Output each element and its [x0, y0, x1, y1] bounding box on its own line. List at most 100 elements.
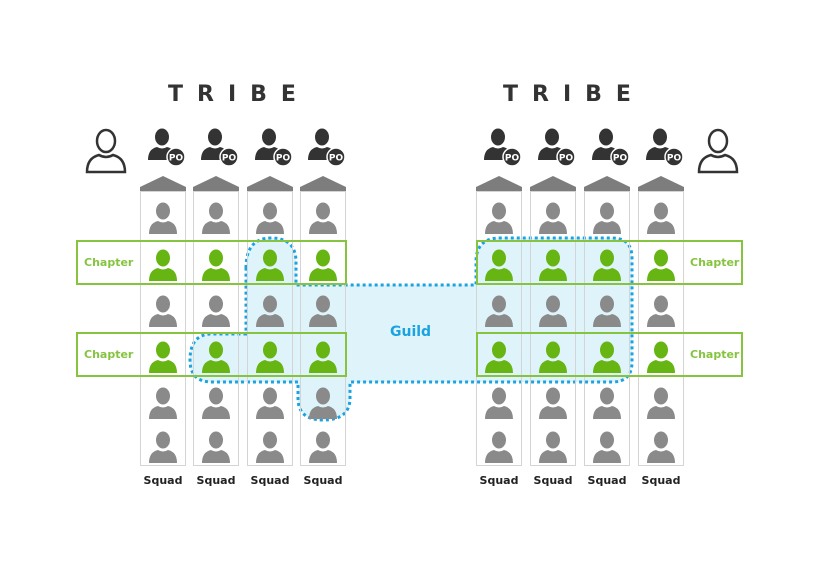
squad-member-icon	[591, 295, 623, 327]
chapter-member-icon	[537, 249, 569, 281]
squad-member-icon	[537, 387, 569, 419]
product-owner-icon: PO	[199, 128, 239, 168]
chapter-member-icon	[200, 249, 232, 281]
squad-label: Squad	[533, 474, 573, 487]
squad-label: Squad	[587, 474, 627, 487]
chapter-label: Chapter	[690, 256, 740, 269]
chapter-box	[476, 240, 743, 285]
chapter-member-icon	[591, 341, 623, 373]
chapter-member-icon	[307, 249, 339, 281]
squad-member-icon	[645, 295, 677, 327]
tribe-title-right: TRIBE	[503, 82, 645, 107]
tribe-lead-right-icon	[697, 128, 739, 174]
squad-column	[530, 191, 576, 466]
squad-member-icon	[254, 431, 286, 463]
chapter-box	[76, 332, 347, 377]
product-owner-icon: PO	[253, 128, 293, 168]
squad-member-icon	[200, 431, 232, 463]
squad-column	[300, 191, 346, 466]
squad-label: Squad	[143, 474, 183, 487]
svg-text:PO: PO	[222, 154, 237, 164]
chapter-member-icon	[591, 249, 623, 281]
product-owner-icon: PO	[590, 128, 630, 168]
squad-member-icon	[591, 387, 623, 419]
chapter-member-icon	[254, 249, 286, 281]
tribe-lead-left-icon	[85, 128, 127, 174]
squad-member-icon	[537, 202, 569, 234]
squad-member-icon	[147, 431, 179, 463]
chapter-box	[76, 240, 347, 285]
squad-member-icon	[483, 295, 515, 327]
product-owner-icon: PO	[146, 128, 186, 168]
squad-column	[193, 191, 239, 466]
svg-text:PO: PO	[559, 154, 574, 164]
squad-member-icon	[591, 431, 623, 463]
squad-member-icon	[254, 202, 286, 234]
squad-roof-icon	[300, 176, 346, 191]
chapter-member-icon	[645, 249, 677, 281]
squad-column	[140, 191, 186, 466]
svg-text:PO: PO	[329, 154, 344, 164]
squad-roof-icon	[530, 176, 576, 191]
squad-member-icon	[147, 295, 179, 327]
svg-text:PO: PO	[505, 154, 520, 164]
squad-roof-icon	[140, 176, 186, 191]
squad-column	[476, 191, 522, 466]
squad-member-icon	[537, 295, 569, 327]
squad-member-icon	[147, 387, 179, 419]
squad-column	[247, 191, 293, 466]
squad-member-icon	[645, 202, 677, 234]
squad-roof-icon	[638, 176, 684, 191]
svg-text:PO: PO	[169, 154, 184, 164]
squad-label: Squad	[641, 474, 681, 487]
product-owner-icon: PO	[306, 128, 346, 168]
squad-column	[584, 191, 630, 466]
product-owner-icon: PO	[644, 128, 684, 168]
squad-member-icon	[307, 431, 339, 463]
squad-roof-icon	[584, 176, 630, 191]
squad-member-icon	[483, 387, 515, 419]
chapter-member-icon	[254, 341, 286, 373]
squad-column	[638, 191, 684, 466]
squad-member-icon	[591, 202, 623, 234]
squad-label: Squad	[250, 474, 290, 487]
squad-roof-icon	[476, 176, 522, 191]
squad-label: Squad	[303, 474, 343, 487]
chapter-label: Chapter	[84, 348, 134, 361]
squad-member-icon	[307, 202, 339, 234]
chapter-member-icon	[483, 249, 515, 281]
squad-roof-icon	[193, 176, 239, 191]
squad-member-icon	[147, 202, 179, 234]
tribe-title-left: TRIBE	[168, 82, 310, 107]
chapter-member-icon	[200, 341, 232, 373]
squad-member-icon	[307, 295, 339, 327]
chapter-member-icon	[483, 341, 515, 373]
chapter-member-icon	[147, 249, 179, 281]
product-owner-icon: PO	[482, 128, 522, 168]
squad-member-icon	[645, 387, 677, 419]
squad-label: Squad	[479, 474, 519, 487]
chapter-member-icon	[537, 341, 569, 373]
squad-label: Squad	[196, 474, 236, 487]
chapter-label: Chapter	[84, 256, 134, 269]
squad-member-icon	[254, 387, 286, 419]
squad-member-icon	[483, 431, 515, 463]
svg-text:PO: PO	[667, 154, 682, 164]
squad-member-icon	[537, 431, 569, 463]
squad-member-icon	[200, 387, 232, 419]
squad-member-icon	[200, 295, 232, 327]
chapter-label: Chapter	[690, 348, 740, 361]
squad-member-icon	[645, 431, 677, 463]
product-owner-icon: PO	[536, 128, 576, 168]
chapter-member-icon	[147, 341, 179, 373]
guild-label: Guild	[390, 324, 432, 340]
squad-member-icon	[254, 295, 286, 327]
chapter-box	[476, 332, 743, 377]
squad-roof-icon	[247, 176, 293, 191]
chapter-member-icon	[307, 341, 339, 373]
svg-text:PO: PO	[276, 154, 291, 164]
squad-member-icon	[200, 202, 232, 234]
svg-text:PO: PO	[613, 154, 628, 164]
squad-member-icon	[483, 202, 515, 234]
